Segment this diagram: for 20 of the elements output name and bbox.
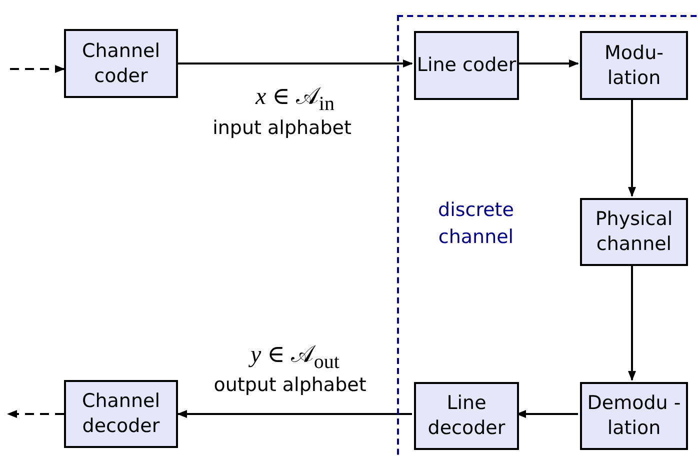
math-label: y ∈ 𝒜$_{out}$	[248, 341, 340, 374]
arrow	[178, 60, 413, 68]
math-label: x ∈ 𝒜$_{in}$	[254, 83, 336, 116]
process-box: Modu-lation	[580, 31, 688, 100]
arrow	[10, 65, 65, 73]
process-box: Channel decoder	[64, 380, 178, 448]
arrow	[7, 410, 64, 418]
text-label: input alphabet	[212, 117, 352, 139]
arrow	[628, 98, 636, 197]
process-box: Line coder	[414, 31, 519, 100]
process-box: Demodu -lation	[580, 382, 688, 450]
process-box: Channel coder	[64, 29, 178, 98]
process-box: Physical channel	[580, 198, 688, 266]
arrow	[177, 410, 412, 418]
text-label: output alphabet	[212, 374, 368, 396]
arrow	[628, 264, 636, 381]
process-box: Line decoder	[414, 382, 519, 450]
arrow	[517, 60, 579, 68]
channel-region	[397, 15, 698, 457]
region-label: discrete channel	[437, 198, 515, 250]
